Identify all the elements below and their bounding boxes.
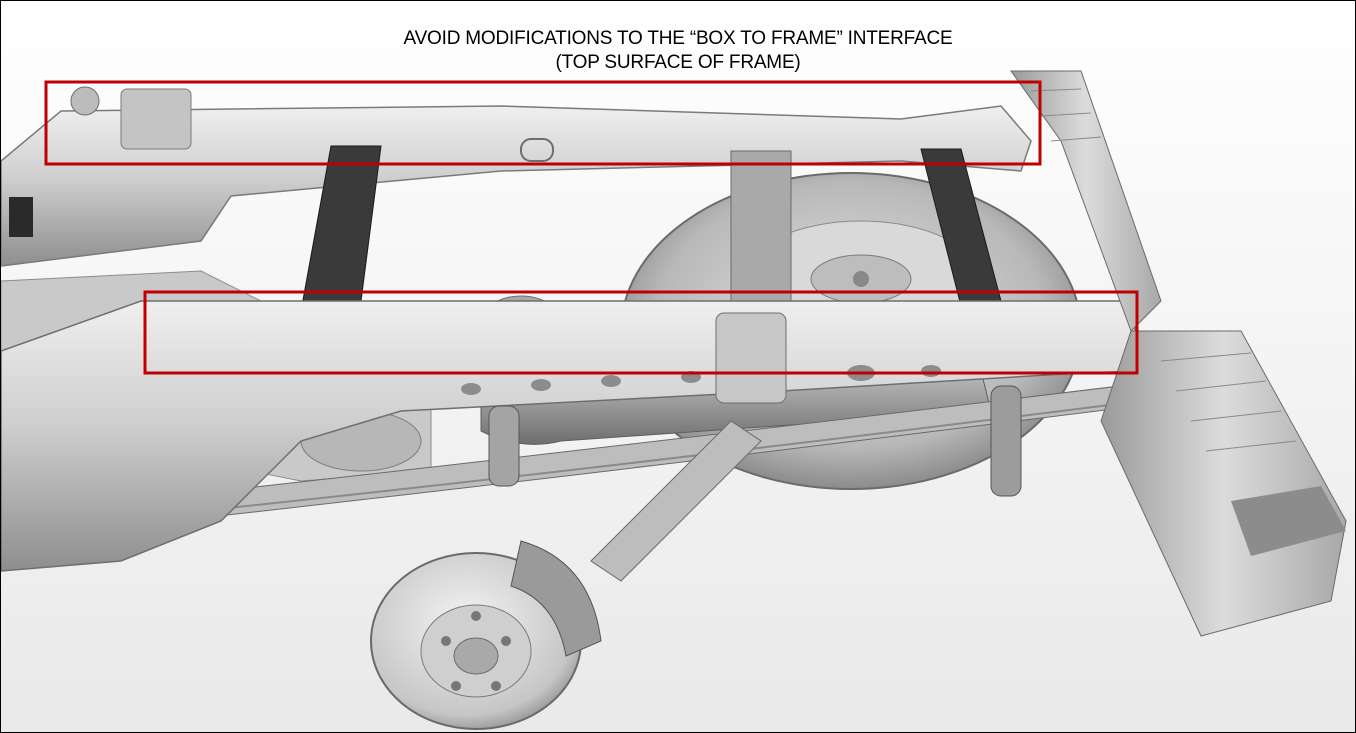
title-line-2: (TOP SURFACE OF FRAME)	[555, 52, 801, 73]
title-line-1: AVOID MODIFICATIONS TO THE “BOX TO FRAME…	[403, 28, 953, 49]
top-rail-highlight-box	[44, 80, 1042, 166]
brake-rotor-icon	[370, 540, 602, 730]
bottom-rail-highlight-box	[143, 290, 1139, 375]
rear-bumper-icon	[1010, 70, 1347, 637]
diagram-title: AVOID MODIFICATIONS TO THE “BOX TO FRAME…	[1, 27, 1355, 75]
